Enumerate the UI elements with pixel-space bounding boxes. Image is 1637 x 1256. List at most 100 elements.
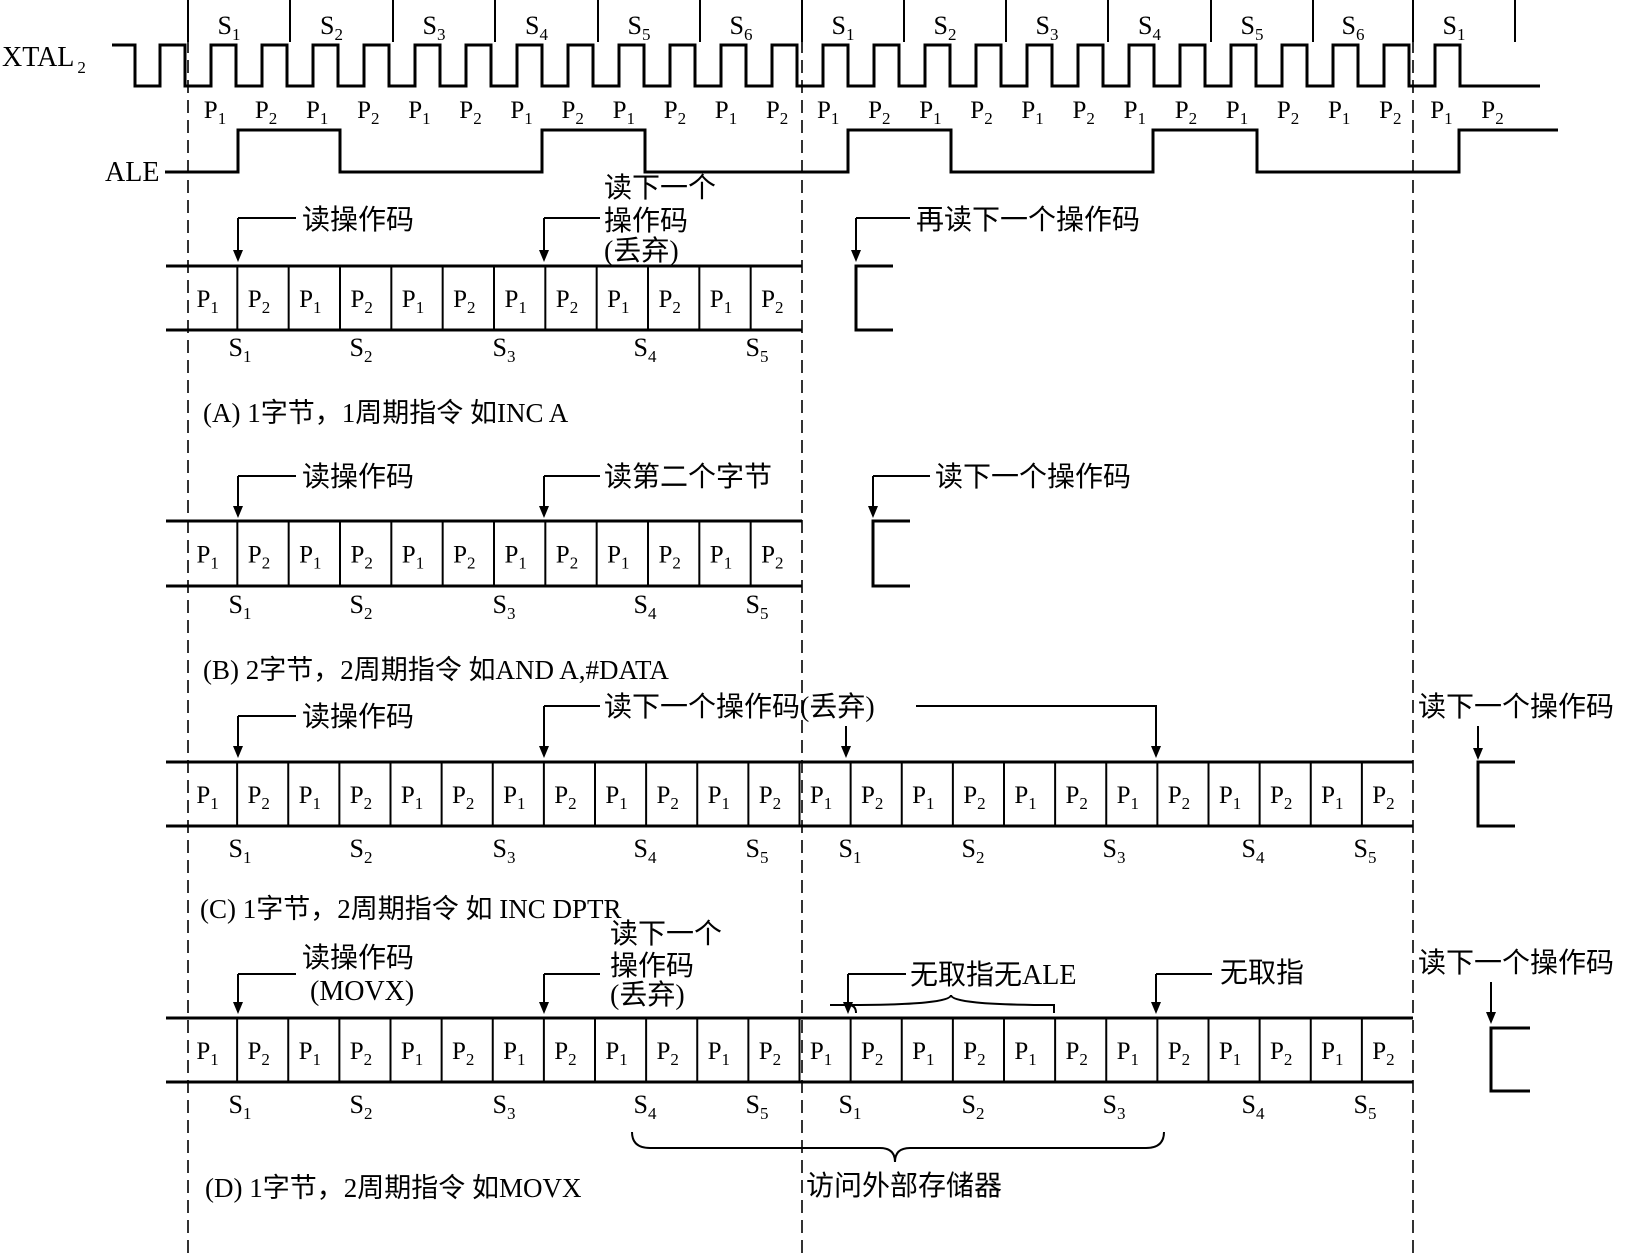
grid-phase-label: P1 — [605, 1038, 627, 1069]
grid-phase-label: P2 — [247, 782, 269, 813]
top-phase-label: P1 — [1021, 97, 1043, 128]
grid-phase-label: P2 — [453, 542, 475, 573]
row-d-note-external: 访问外部存储器 — [806, 1170, 1002, 1202]
top-state-label: S5 — [628, 11, 651, 44]
row-b-caption: (B) 2字节，2周期指令 如AND A,#DATA — [203, 655, 669, 685]
row-state-label: S2 — [350, 834, 373, 867]
grid-phase-label: P2 — [761, 286, 783, 317]
grid-phase-label: P1 — [1219, 782, 1241, 813]
grid-phase-label: P1 — [299, 542, 321, 573]
grid-phase-label: P2 — [963, 782, 985, 813]
grid-phase-label: P1 — [402, 286, 424, 317]
grid-phase-label: P2 — [761, 542, 783, 573]
grid-phase-label: P1 — [912, 782, 934, 813]
top-phase-label: P2 — [561, 97, 583, 128]
row-c-read-arrow — [237, 715, 296, 754]
row-state-label: S4 — [634, 834, 657, 867]
row-state-label: S3 — [493, 1090, 516, 1123]
top-phase-label: P1 — [1124, 97, 1146, 128]
row-state-label: S5 — [746, 1090, 769, 1123]
top-phase-label: P1 — [919, 97, 941, 128]
row-a-reread-arrow — [855, 217, 910, 258]
top-phase-label: P1 — [306, 97, 328, 128]
grid-phase-label: P1 — [607, 286, 629, 317]
top-phase-label: P2 — [868, 97, 890, 128]
row-a-note-next-2: 操作码 — [604, 205, 688, 237]
row-c-caption: (C) 1字节，2周期指令 如 INC DPTR — [200, 894, 622, 924]
row-d-note-next-1: 读下一个 — [610, 918, 722, 950]
top-phase-label: P1 — [1226, 97, 1248, 128]
row-a-note-reread: 再读下一个操作码 — [916, 204, 1140, 236]
grid-phase-label: P1 — [708, 1038, 730, 1069]
grid-phase-label: P2 — [350, 1038, 372, 1069]
grid-phase-label: P2 — [1168, 1038, 1190, 1069]
grid-phase-label: P1 — [1321, 1038, 1343, 1069]
grid-phase-label: P2 — [350, 286, 372, 317]
row-d-note-no-fetch-ale: 无取指无ALE — [910, 959, 1076, 991]
guide-lines — [187, 0, 1414, 1256]
row-state-label: S5 — [1354, 1090, 1377, 1123]
row-state-label: S4 — [634, 590, 657, 623]
top-phase-label: P2 — [1072, 97, 1094, 128]
grid-phase-label: P1 — [504, 542, 526, 573]
top-phase-label: P1 — [408, 97, 430, 128]
row-d-note-next-2: 操作码 — [610, 950, 694, 982]
row-a-caption: (A) 1字节，1周期指令 如INC A — [203, 398, 569, 428]
grid-phase-label: P2 — [452, 1038, 474, 1069]
row-state-label: S3 — [1103, 1090, 1126, 1123]
grid-phase-label: P2 — [350, 542, 372, 573]
top-phase-label: P2 — [664, 97, 686, 128]
row-a-note-next-1: 读下一个 — [604, 172, 716, 204]
row-state-label: S5 — [746, 834, 769, 867]
row-d-next-start — [1489, 1026, 1530, 1093]
grid-phase-label: P2 — [1168, 782, 1190, 813]
row-state-label: S5 — [1354, 834, 1377, 867]
grid-phase-label: P2 — [1065, 782, 1087, 813]
grid-phase-label: P1 — [810, 782, 832, 813]
top-phase-label: P2 — [766, 97, 788, 128]
top-phase-label: P1 — [613, 97, 635, 128]
top-state-label: S3 — [423, 11, 446, 44]
grid-phase-label: P2 — [1372, 1038, 1394, 1069]
grid-phase-label: P1 — [299, 286, 321, 317]
grid-phase-label: P2 — [556, 286, 578, 317]
row-state-label: S2 — [962, 1090, 985, 1123]
row-c-discard-arrow-right — [916, 705, 1157, 754]
grid-phase-label: P2 — [1372, 782, 1394, 813]
top-phase-label: P1 — [715, 97, 737, 128]
top-state-label: S4 — [1138, 11, 1161, 44]
row-d-caption: (D) 1字节，2周期指令 如MOVX — [205, 1173, 582, 1203]
row-a-next-arrow — [543, 217, 600, 258]
grid-phase-label: P2 — [247, 1038, 269, 1069]
row-c-discard-arrow-left — [543, 705, 600, 754]
row-state-label: S2 — [962, 834, 985, 867]
grid-phase-label: P1 — [1219, 1038, 1241, 1069]
top-phase-label: P2 — [1175, 97, 1197, 128]
row-state-label: S1 — [229, 834, 252, 867]
row-state-label: S5 — [746, 333, 769, 366]
row-d-read-arrow — [237, 973, 296, 1010]
top-phase-label: P2 — [1379, 97, 1401, 128]
grid-phase-label: P2 — [350, 782, 372, 813]
grid-phase-label: P2 — [861, 1038, 883, 1069]
row-state-label: S1 — [229, 590, 252, 623]
top-phase-label: P2 — [459, 97, 481, 128]
row-d-note-next-3: (丢弃) — [610, 979, 685, 1011]
top-phase-label: P1 — [1430, 97, 1452, 128]
grid-phase-label: P1 — [912, 1038, 934, 1069]
grid-phase-label: P2 — [1270, 782, 1292, 813]
row-c-note-read: 读操作码 — [302, 701, 414, 733]
top-state-label: S6 — [730, 11, 753, 44]
top-state-label: S1 — [218, 11, 241, 44]
grid-phase-label: P1 — [401, 782, 423, 813]
